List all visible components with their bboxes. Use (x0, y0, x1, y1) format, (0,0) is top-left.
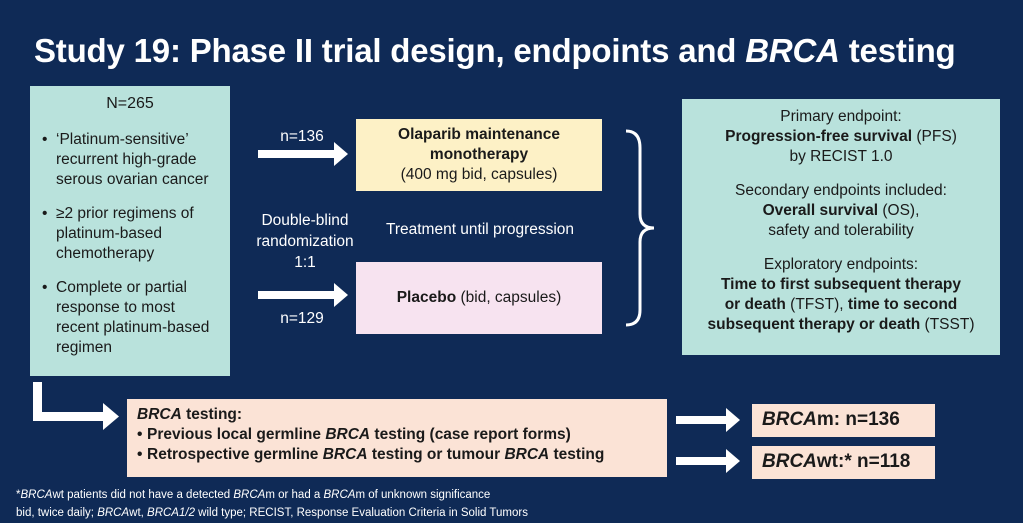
randomization-label: Double-blind randomization 1:1 (256, 212, 354, 271)
brcam-result-box: BRCAm: n=136 (752, 404, 935, 437)
arrow-right-icon (676, 408, 740, 432)
population-n: N=265 (106, 95, 154, 112)
arrow-right-icon (258, 283, 348, 307)
eligibility-item: ≥2 prior regimens of platinum-based chem… (40, 204, 220, 264)
population-box: N=265 ‘Platinum-sensitive’ recurrent hig… (30, 86, 230, 376)
secondary-endpoints: Secondary endpoints included: Overall su… (735, 182, 947, 239)
endpoints-box: Primary endpoint: Progression-free survi… (682, 99, 1000, 355)
olaparib-title: Olaparib maintenance monotherapy (398, 126, 560, 163)
brca-testing-box: BRCA testing: •Previous local germline B… (127, 399, 667, 477)
brca-testing-item: •Previous local germline BRCA testing (c… (137, 426, 571, 443)
placebo-n-label: n=129 (280, 310, 324, 327)
slide-title: Study 19: Phase II trial design, endpoin… (34, 32, 956, 69)
eligibility-list: ‘Platinum-sensitive’ recurrent high-grad… (40, 130, 220, 358)
arrow-right-icon (258, 142, 348, 166)
brca-testing-heading: BRCA testing: (137, 406, 243, 423)
treatment-label: Treatment until progression (385, 221, 575, 238)
brca-testing-item: •Retrospective germline BRCA testing or … (137, 446, 605, 463)
placebo-arm-box: Placebo (bid, capsules) (356, 262, 602, 334)
brcawt-result-box: BRCAwt:* n=118 (752, 446, 935, 479)
primary-endpoint: Primary endpoint: Progression-free survi… (725, 108, 957, 165)
eligibility-item: ‘Platinum-sensitive’ recurrent high-grad… (40, 130, 220, 190)
exploratory-endpoints: Exploratory endpoints: Time to first sub… (707, 256, 975, 333)
placebo-detail: (bid, capsules) (456, 289, 562, 306)
olaparib-arm-box: Olaparib maintenance monotherapy (400 mg… (356, 119, 602, 191)
arrow-right-icon (676, 449, 740, 473)
placebo-title: Placebo (396, 289, 457, 306)
footnote: *BRCAwt patients did not have a detected… (16, 489, 528, 519)
right-brace-icon (625, 129, 655, 327)
elbow-arrow-icon (33, 382, 119, 430)
olaparib-n-label: n=136 (280, 128, 324, 145)
olaparib-detail: (400 mg bid, capsules) (400, 166, 558, 183)
eligibility-item: Complete or partial response to most rec… (40, 278, 220, 358)
